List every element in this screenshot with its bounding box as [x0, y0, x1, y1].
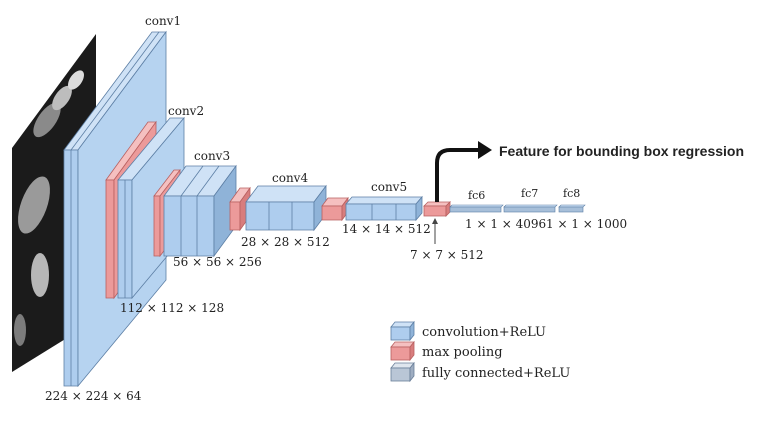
pool5-dims: 7 × 7 × 512 [410, 248, 484, 262]
fc67-dims: 1 × 1 × 4096 [465, 217, 546, 231]
pool5-pointer [432, 218, 438, 244]
conv1-dims: 224 × 224 × 64 [45, 389, 142, 403]
conv3-block [163, 164, 237, 258]
legend-fc-swatch [390, 361, 415, 383]
legend-pool-label: max pooling [422, 345, 503, 360]
conv3-dims: 56 × 56 × 256 [173, 255, 262, 269]
legend-conv-swatch [390, 320, 415, 342]
legend: convolution+ReLU max pooling fully conne… [390, 320, 570, 383]
conv2-label: conv2 [168, 104, 204, 118]
legend-pool-swatch [390, 340, 415, 362]
fc6-label: fc6 [468, 189, 485, 202]
conv5-label: conv5 [371, 180, 407, 194]
pool4-block [321, 196, 349, 222]
legend-conv-label: convolution+ReLU [422, 325, 546, 340]
legend-fc-label: fully connected+ReLU [422, 366, 570, 381]
annotation-label: Feature for bounding box regression [499, 143, 744, 159]
conv3-label: conv3 [194, 149, 230, 163]
fc8-dims: 1 × 1 × 1000 [546, 217, 627, 231]
conv5-block [345, 195, 423, 222]
conv4-block [245, 184, 327, 232]
feature-arrow [435, 141, 492, 202]
fc7-label: fc7 [521, 187, 538, 200]
fc6-block [449, 204, 504, 213]
conv4-dims: 28 × 28 × 512 [241, 235, 330, 249]
fc7-block [503, 204, 558, 213]
conv1-label: conv1 [145, 14, 181, 28]
fc8-label: fc8 [563, 187, 580, 200]
fc8-block [558, 204, 586, 213]
conv2-dims: 112 × 112 × 128 [120, 301, 224, 315]
conv5-dims: 14 × 14 × 512 [342, 222, 431, 236]
pool5-block [423, 201, 451, 217]
conv4-label: conv4 [272, 171, 308, 185]
